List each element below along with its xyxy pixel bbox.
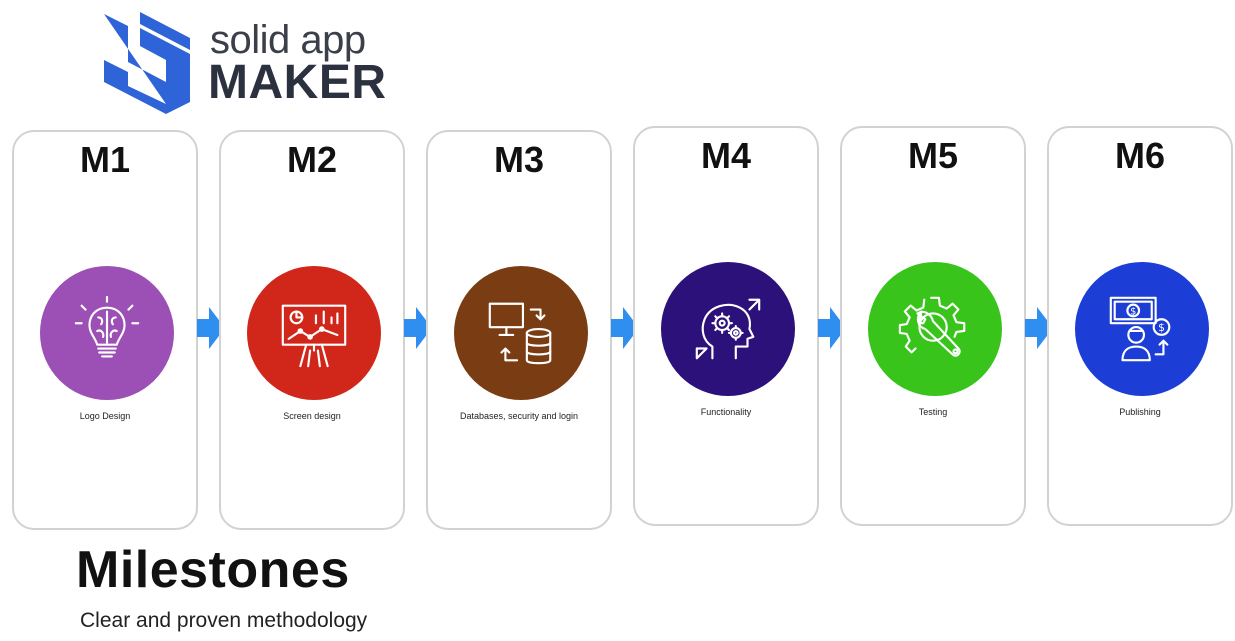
milestone-code: M6 [1114,135,1165,176]
milestone-code: M1 [79,139,130,180]
section-heading: Milestones [76,541,350,599]
milestone-card-m2: M2 Screen design [219,130,405,530]
milestone-card-m6: M6 $ $ Publishing [1047,126,1233,526]
milestone-card-m4: M4 Functionality [633,126,819,526]
milestone-label: Testing [918,407,948,417]
arrow-right-icon [1025,307,1053,349]
milestone-code: M2 [286,139,337,180]
svg-text:$: $ [1130,306,1136,317]
milestone-label: Functionality [700,407,752,417]
milestone-code: M5 [907,135,958,176]
arrow-right-icon [197,307,225,349]
head-gears-icon [695,298,761,360]
milestone-icon-circle: $ $ [1075,262,1209,396]
presentation-chart-icon [281,304,347,368]
milestone-icon-circle [40,266,174,400]
milestone-card-m5: M5 Testing [840,126,1026,526]
lightbulb-brain-icon [74,295,140,358]
money-person-icon: $ $ [1109,296,1171,362]
brand-name-top: solid app [210,18,366,62]
milestone-label: Publishing [1119,407,1161,417]
svg-text:$: $ [1158,321,1165,334]
wrench-gear-icon [898,296,966,357]
arrow-right-icon [818,307,846,349]
milestone-icon-circle [454,266,588,400]
milestone-label: Logo Design [79,411,131,421]
monitor-database-icon [488,302,552,365]
brand-name-bottom: MAKER [208,56,387,109]
milestone-icon-circle [868,262,1002,396]
milestone-label: Screen design [283,411,341,421]
milestone-code: M3 [493,139,544,180]
milestone-icon-circle [661,262,795,396]
milestone-label: Databases, security and login [459,411,579,421]
milestone-icon-circle [247,266,381,400]
section-subheading: Clear and proven methodology [80,609,368,632]
brand-logo: solid app MAKER [100,6,400,116]
arrow-right-icon [611,307,639,349]
arrow-right-icon [404,307,432,349]
milestone-card-m1: M1 Logo Design [12,130,198,530]
milestone-card-m3: M3 Databases, security and login [426,130,612,530]
milestone-code: M4 [700,135,751,176]
brand-logo-icon [104,12,190,114]
